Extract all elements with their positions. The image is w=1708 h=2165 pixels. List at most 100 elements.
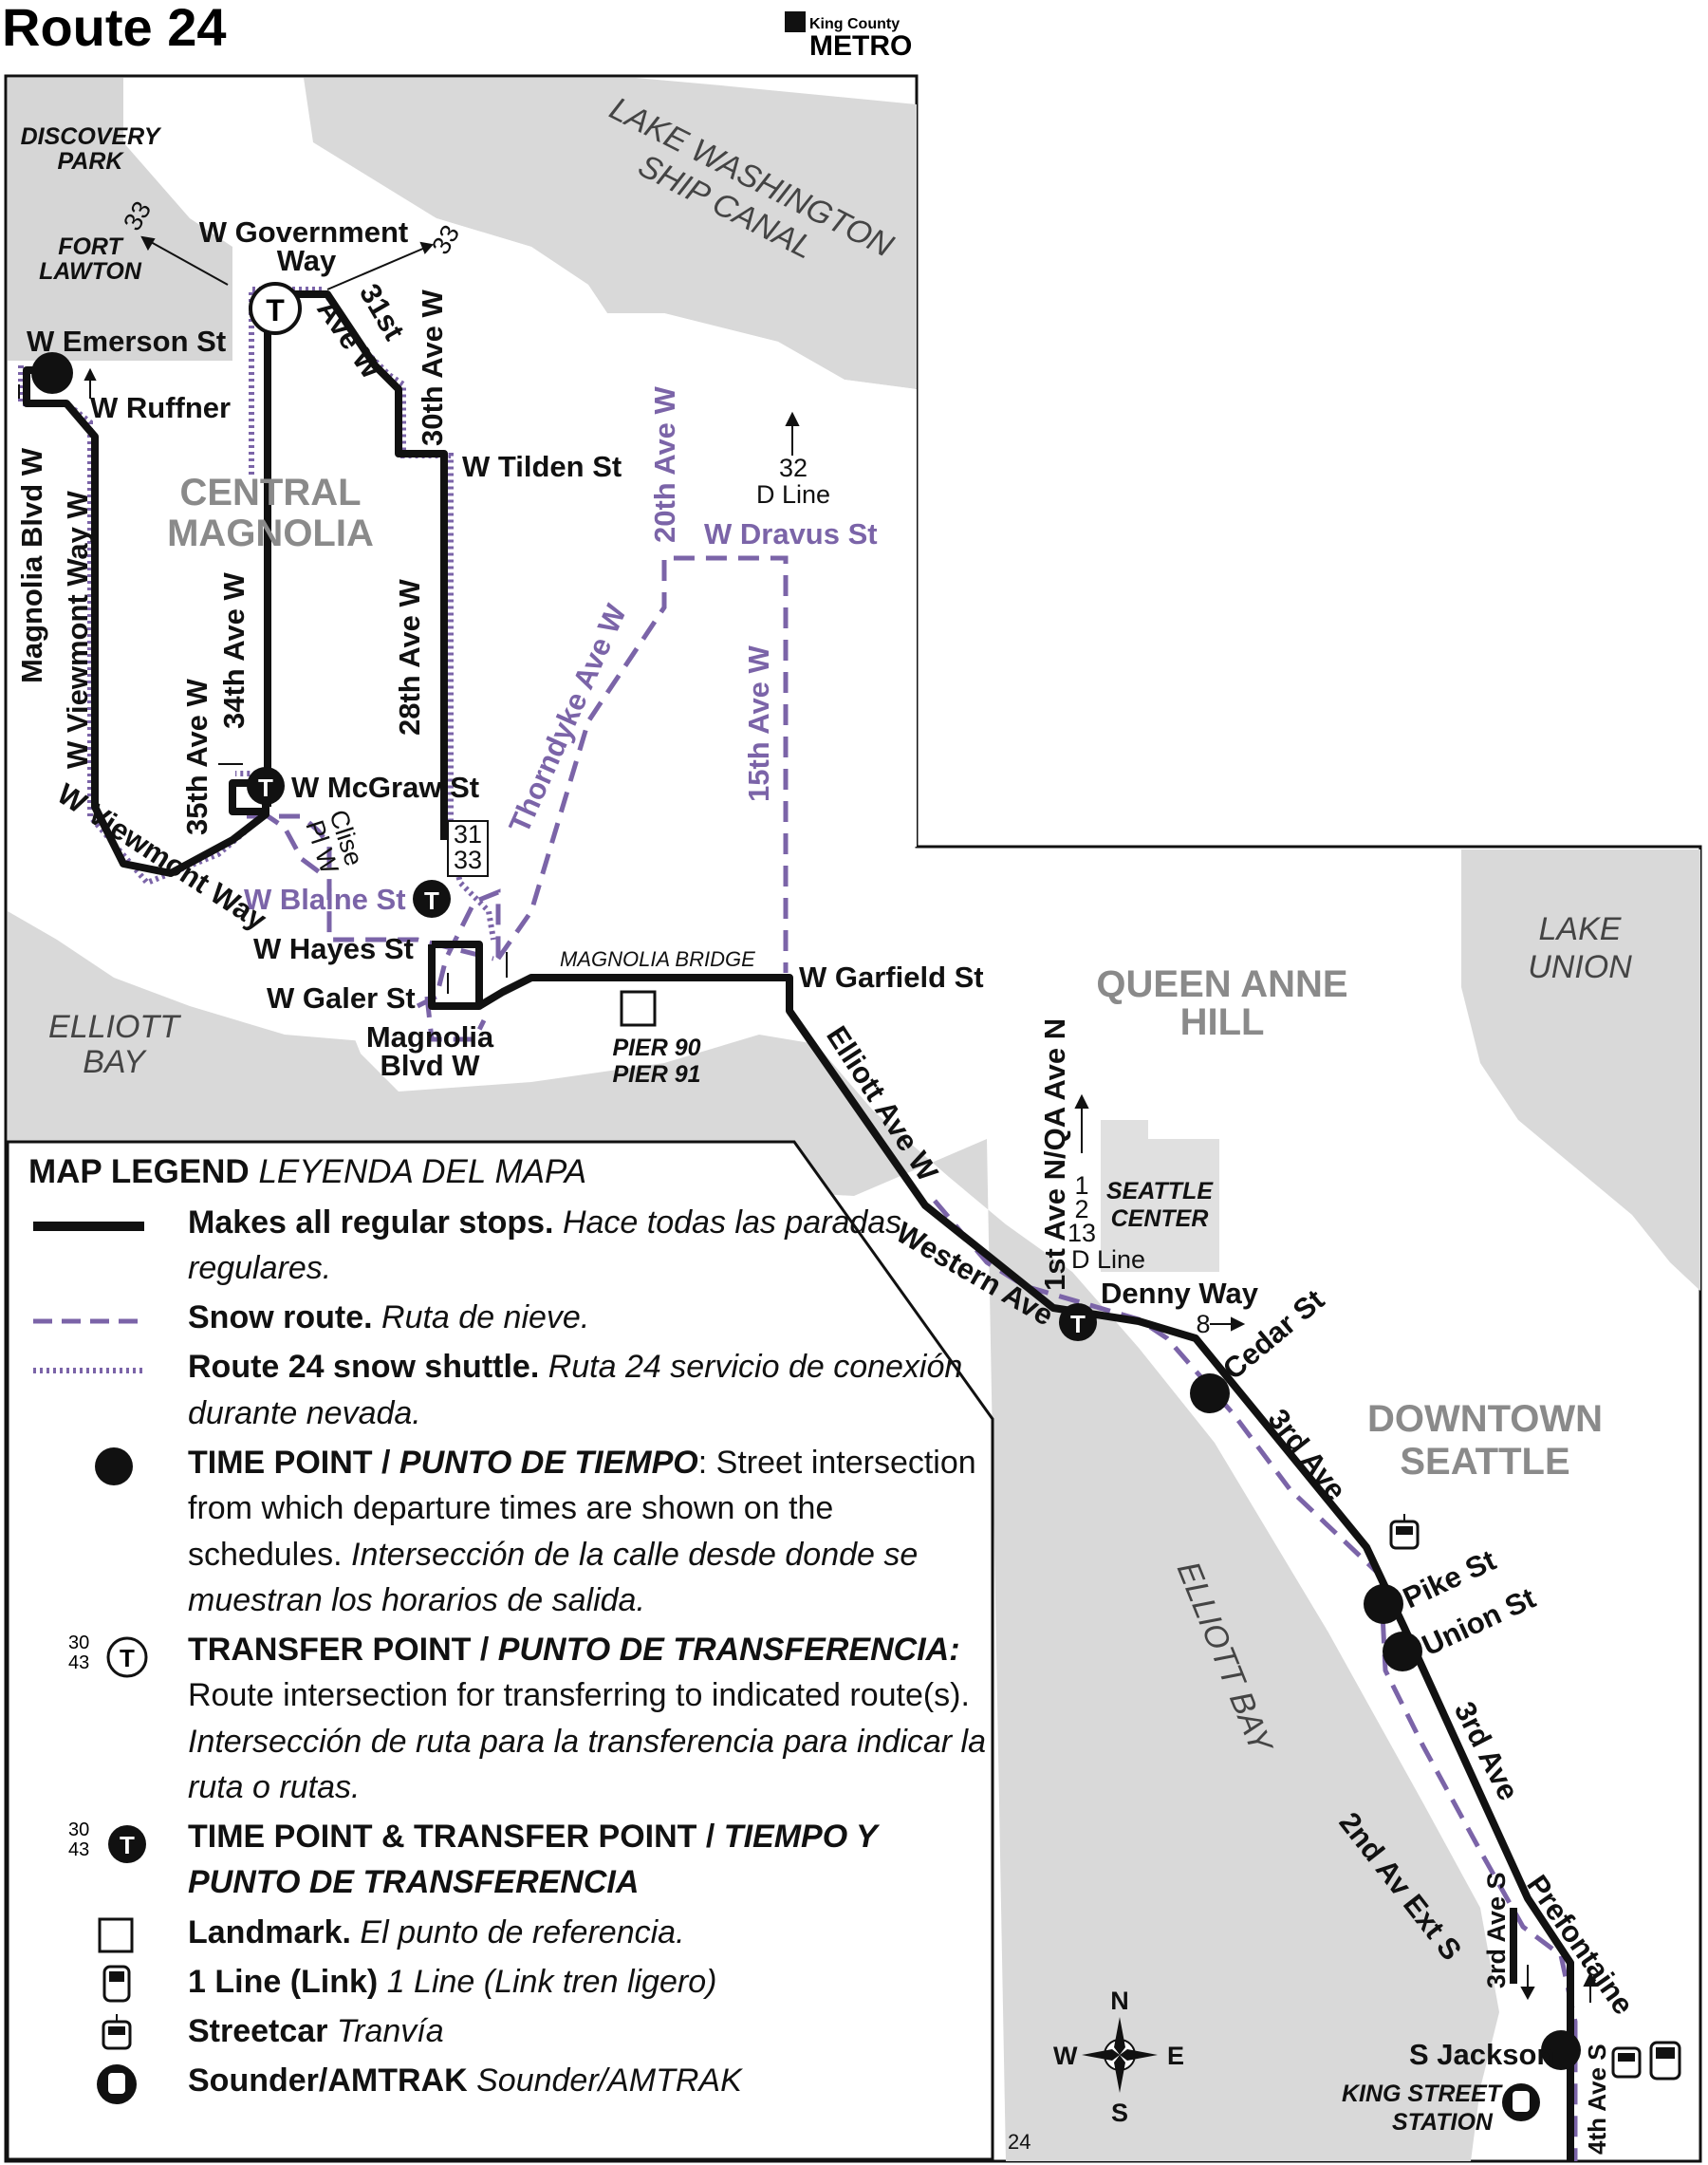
label-w-emerson: W Emerson St bbox=[27, 325, 226, 358]
label-w-mcgraw: W McGraw St bbox=[291, 771, 479, 804]
label-magnolia-blvd-w: Magnolia Blvd W bbox=[15, 447, 48, 683]
lake-union-2: UNION bbox=[1528, 949, 1632, 985]
sample-route-30-a: 30 bbox=[68, 1633, 89, 1653]
tag-route-13: 13 bbox=[1068, 1219, 1096, 1247]
discovery-park-2: PARK bbox=[58, 148, 125, 175]
streetcar-legend-icon bbox=[102, 2014, 132, 2050]
king-street-1: KING STREET bbox=[1342, 2081, 1504, 2107]
time-transfer-denny: T bbox=[1059, 1303, 1097, 1341]
label-w-tilden: W Tilden St bbox=[462, 450, 622, 483]
tag-route-8: 8 bbox=[1196, 1310, 1210, 1338]
water-lake-union: LAKE UNION bbox=[1528, 911, 1632, 985]
pier-1: PIER 90 bbox=[612, 1035, 700, 1061]
landmark-icon bbox=[98, 1917, 134, 1953]
route-box-31-33: 31 33 bbox=[447, 820, 489, 877]
page-number: 24 bbox=[1008, 2130, 1030, 2154]
brand-line1: King County bbox=[809, 16, 900, 32]
legend-transfer-desc: Route intersection for transferring to i… bbox=[188, 1677, 970, 1714]
legend-item-snow-route: Snow route. Ruta de nieve. bbox=[28, 1295, 987, 1340]
legend-transfer-en: TRANSFER POINT / bbox=[188, 1632, 490, 1669]
sample-route-30-b: 30 bbox=[68, 1820, 89, 1840]
time-point-emerson bbox=[31, 352, 73, 394]
king-county-metro-logo: King County METRO bbox=[785, 11, 912, 62]
time-point-icon bbox=[95, 1447, 133, 1486]
legend-time-transfer-en-it: TIEMPO Y PUNTO DE TRANSFERENCIA bbox=[188, 1819, 878, 1901]
legend-title-es: LEYENDA DEL MAPA bbox=[258, 1153, 587, 1190]
label-w-galer: W Galer St bbox=[267, 981, 416, 1015]
map-legend: MAP LEGEND LEYENDA DEL MAPA Makes all re… bbox=[28, 1148, 987, 2105]
label-magnolia-blvd-2: Blvd W bbox=[380, 1049, 480, 1082]
legend-link-en: 1 Line (Link) bbox=[188, 1963, 379, 2000]
area-central-magnolia-2: MAGNOLIA bbox=[167, 513, 374, 554]
legend-transfer-en-it: PUNTO DE TRANSFERENCIA: bbox=[497, 1632, 960, 1669]
label-w-blaine: W Blaine St bbox=[244, 883, 406, 916]
place-magnolia-bridge: MAGNOLIA BRIDGE bbox=[560, 947, 755, 971]
legend-snow-shuttle-es: Ruta 24 servicio de conexión durante nev… bbox=[188, 1349, 963, 1431]
label-28th: 28th Ave W bbox=[393, 578, 426, 736]
arrow-icons bbox=[18, 235, 1598, 2003]
tag-d-line: D Line bbox=[756, 480, 830, 509]
legend-snow-shuttle-en: Route 24 snow shuttle. bbox=[188, 1349, 540, 1386]
legend-landmark-en: Landmark. bbox=[188, 1913, 351, 1950]
label-35th: 35th Ave W bbox=[180, 678, 214, 835]
time-point-pike bbox=[1364, 1584, 1403, 1624]
label-w-garfield: W Garfield St bbox=[799, 961, 984, 994]
legend-regular-en: Makes all regular stops. bbox=[188, 1204, 554, 1241]
svg-text:T: T bbox=[266, 293, 285, 327]
legend-time-point-desc-es: Intersección de la calle desde donde se … bbox=[188, 1536, 919, 1618]
place-seattle-center: SEATTLE CENTER bbox=[1106, 1178, 1214, 1232]
sample-route-43-a: 43 bbox=[68, 1652, 89, 1673]
time-transfer-blaine: T bbox=[413, 880, 451, 918]
legend-transfer-desc-es: Intersección de ruta para la transferenc… bbox=[188, 1723, 987, 1805]
water-areas bbox=[8, 78, 1700, 2161]
label-magnolia-blvd-1: Magnolia bbox=[366, 1020, 494, 1054]
svg-text:T: T bbox=[1070, 1310, 1086, 1338]
route-33-label: 33 bbox=[454, 846, 482, 874]
sounder-icon-king-street bbox=[1502, 2083, 1540, 2121]
legend-link-es: 1 Line (Link tren ligero) bbox=[386, 1963, 717, 2000]
legend-landmark-es: El punto de referencia. bbox=[360, 1913, 685, 1950]
time-point-jackson bbox=[1541, 2030, 1581, 2070]
streetcar-icon bbox=[1389, 1514, 1420, 1550]
regular-line-icon bbox=[33, 1221, 144, 1231]
snow-route-line-icon bbox=[33, 1318, 144, 1324]
magnolia-land bbox=[8, 142, 917, 1044]
legend-item-sounder: Sounder/AMTRAK Sounder/AMTRAK bbox=[28, 2058, 987, 2105]
brand-line2: METRO bbox=[809, 30, 912, 62]
label-3rd-ave-s: 3rd Ave S bbox=[1482, 1872, 1511, 1988]
area-downtown-2: SEATTLE bbox=[1400, 1441, 1569, 1483]
legend-item-link: 1 Line (Link) 1 Line (Link tren ligero) bbox=[28, 1959, 987, 2005]
area-downtown: DOWNTOWN SEATTLE bbox=[1367, 1398, 1603, 1483]
tag-route-1: 1 bbox=[1074, 1171, 1088, 1200]
tag-32: 32 bbox=[779, 454, 808, 482]
legend-item-landmark: Landmark. El punto de referencia. bbox=[28, 1910, 987, 1955]
svg-text:T: T bbox=[258, 774, 273, 802]
compass-w: W bbox=[1053, 2042, 1078, 2070]
compass-e: E bbox=[1167, 2042, 1184, 2070]
legend-sounder-es: Sounder/AMTRAK bbox=[476, 2062, 742, 2100]
place-king-street: KING STREET STATION bbox=[1342, 2081, 1504, 2136]
legend-title-row: MAP LEGEND LEYENDA DEL MAPA bbox=[28, 1148, 987, 1196]
label-1st-ave: 1st Ave N/QA Ave N bbox=[1038, 1018, 1071, 1291]
legend-time-point-desc: : Street intersection from which departu… bbox=[188, 1445, 976, 1573]
time-transfer-mcgraw: T bbox=[247, 767, 285, 805]
elliott-bay-west-1: ELLIOTT bbox=[48, 1009, 181, 1045]
label-20th: 20th Ave W bbox=[648, 385, 681, 543]
sounder-legend-icon bbox=[97, 2064, 137, 2105]
label-w-hayes: W Hayes St bbox=[253, 932, 414, 965]
pier-landmark-icon bbox=[620, 990, 657, 1027]
area-central-magnolia-1: CENTRAL bbox=[179, 472, 361, 513]
legend-time-point-en: TIME POINT / bbox=[188, 1445, 391, 1482]
pier-2: PIER 91 bbox=[612, 1061, 700, 1088]
lake-union-1: LAKE bbox=[1539, 911, 1622, 947]
seattle-center-2: CENTER bbox=[1111, 1205, 1209, 1232]
water-elliott-bay-west: ELLIOTT BAY bbox=[48, 1009, 181, 1080]
label-w-ruffner: W Ruffner bbox=[90, 391, 231, 424]
legend-streetcar-en: Streetcar bbox=[188, 2013, 328, 2050]
svg-text:T: T bbox=[120, 1831, 135, 1859]
legend-snow-route-es: Ruta de nieve. bbox=[381, 1299, 590, 1336]
legend-item-regular: Makes all regular stops. Hace todas las … bbox=[28, 1200, 987, 1292]
label-30th: 30th Ave W bbox=[416, 289, 449, 446]
area-central-magnolia: CENTRAL MAGNOLIA bbox=[167, 472, 374, 554]
